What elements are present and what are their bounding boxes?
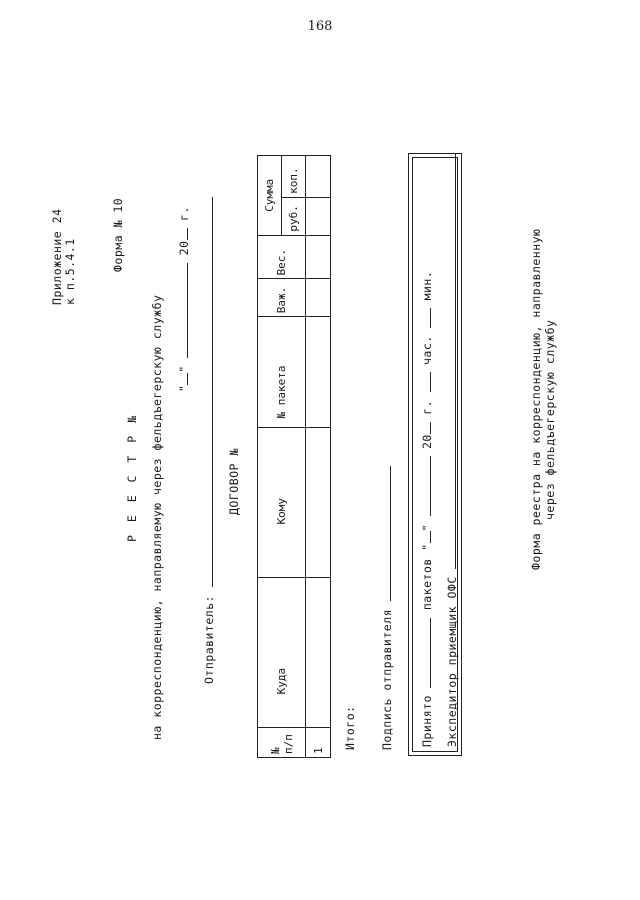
acc-hours: час. [420,335,434,365]
appendix-line-2: к п.5.4.1 [63,238,77,305]
date-year: 20 [177,240,191,256]
header-weight: Вес. [257,235,306,279]
appendix-line-1: Приложение 24 [50,208,64,305]
signature-blank [381,466,391,602]
sender-line: Отправитель: [202,197,216,684]
row-whom [305,427,331,578]
acc-year: 20 [420,434,434,450]
date-quote-close: " [177,365,191,373]
header-num-pp: п/п [281,734,295,754]
date-line: " " 20 г. [177,206,191,392]
row-kop [305,155,331,198]
packets-label: пакетов " [420,543,434,611]
acc-minutes: мин. [420,270,434,301]
accepted-count-blank [421,617,431,688]
header-num: № п/п [257,727,306,758]
header-num-sign: № [268,747,282,754]
row-where [305,577,331,728]
form-label: Форма № 10 [111,197,125,272]
page-number: 168 [307,19,333,34]
acc-minutes-blank [421,307,431,328]
row-num: 1 [305,727,331,758]
header-packet: № пакета [257,316,306,428]
header-importance: Важ. [257,279,306,317]
acc-year-blank [421,422,431,435]
accepted-label: Принято [420,695,434,747]
header-rub: руб. [281,197,306,236]
expeditor-blank [446,153,456,569]
acc-month-blank [421,456,431,517]
caption-line-2: через фельдъегерскую службу [543,319,557,520]
expeditor-label: Экспедитор приемщик ОФС [445,576,459,747]
month-blank [178,262,188,358]
date-quote-open: " [177,384,191,392]
row-rub [305,197,331,236]
register-table: № п/п Куда Кому № пакета Важ. Вес. Сумма… [257,155,331,758]
contract-label: ДОГОВОР № [227,448,241,515]
date-g: г. [177,206,191,221]
header-where: Куда [257,577,306,728]
header-sum: Сумма [257,155,282,236]
sender-label: Отправитель: [202,594,216,684]
signature-label: Подпись отправителя [380,608,394,750]
row-packet [305,316,331,428]
caption-line-1: Форма реестра на корреспонденцию, направ… [529,228,543,571]
acc-hours-blank [421,372,431,393]
header-packet-label: № пакета [275,365,288,419]
acceptance-box: Принято пакетов " " 20 г. час. мин. Экспе… [408,153,462,756]
acc-g: г. [420,399,434,415]
table-row: 1 [305,155,331,758]
year-blank [178,228,188,241]
register-title: Р Е Е С Т Р № [125,412,139,542]
signature-line: Подпись отправителя [380,466,394,750]
header-whom: Кому [257,427,306,578]
acc-quote-close: " [420,523,434,532]
sender-blank [203,197,213,588]
expeditor-line: Экспедитор приемщик ОФС [445,153,459,747]
header-kop: коп. [281,155,306,198]
total-label: Итого: [343,705,357,750]
row-importance [305,279,331,317]
header-where-label: Куда [275,667,288,695]
header-whom-label: Кому [275,497,288,525]
register-subtitle: на корреспонденцию, направляемую через ф… [150,294,164,740]
day-blank [178,372,188,385]
row-weight [305,235,331,279]
acceptance-line: Принято пакетов " " 20 г. час. мин. [420,270,434,747]
acc-day-blank [421,531,431,544]
